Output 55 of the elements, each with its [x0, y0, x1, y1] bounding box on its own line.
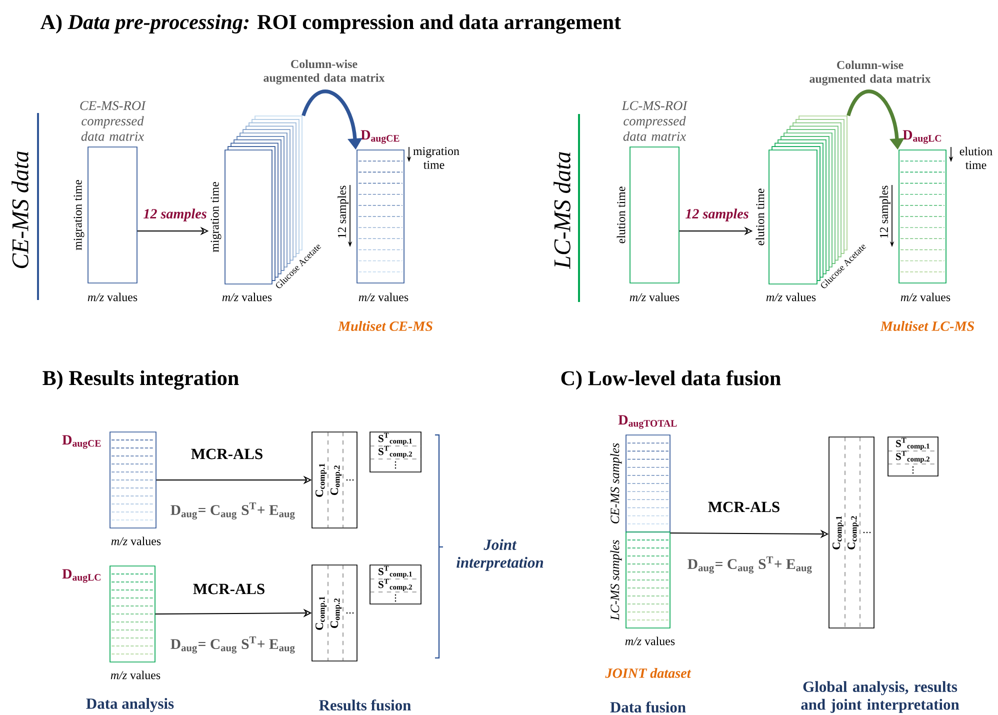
- section-label: CE-MS data: [12, 151, 28, 268]
- axis-label: migration time: [210, 182, 222, 252]
- axis-label: m/z values: [111, 536, 161, 546]
- annotation: Joint interpretation: [456, 539, 544, 571]
- equation: D$_{aug}$= C$_{aug}$ S$^{T}$+ E$_{aug}$: [688, 556, 812, 574]
- section-heading: C) Low-level data fusion: [561, 370, 781, 390]
- axis-label: 12 samples: [880, 186, 890, 238]
- dataset-label: Multiset CE-MS: [338, 321, 432, 331]
- section-label: LC-MS data: [554, 152, 570, 270]
- axis-label: elution time: [960, 146, 992, 170]
- axis-label: elution time: [616, 186, 626, 244]
- component-label: C$_{comp.1}$: [832, 516, 844, 550]
- dataset-label: JOINT dataset: [605, 668, 692, 678]
- axis-label: LC-MS samples: [610, 540, 622, 620]
- matrix-label: D$_{augLC}$: [62, 569, 100, 583]
- section-heading: B) Results integration: [42, 370, 239, 390]
- axis-label: migration time: [74, 180, 84, 250]
- axis-label: m/z values: [630, 292, 680, 302]
- edge-label: 12 samples: [686, 208, 748, 222]
- axis-label: m/z values: [358, 292, 408, 302]
- step-label: Results fusion: [319, 699, 411, 711]
- matrix-label: D$_{augCE}$: [62, 435, 101, 449]
- edge-label: MCR-ALS: [708, 502, 780, 512]
- equation: D$_{aug}$= C$_{aug}$ S$^{T}$+ E$_{aug}$: [170, 502, 295, 520]
- edge-label: Column-wise augmented data matrix: [264, 60, 385, 84]
- axis-label: elution time: [756, 188, 764, 246]
- step-label: Data analysis: [86, 698, 174, 712]
- matrix-label: D$_{augTOTAL}$: [618, 415, 677, 429]
- edge-label: 12 samples: [144, 208, 206, 222]
- edge-label: Column-wise augmented data matrix: [810, 60, 931, 86]
- component-label: C$_{comp.1}$: [316, 464, 326, 497]
- axis-label: m/z values: [222, 292, 272, 302]
- title: A) Data pre-processing: ROI compression and data arrangement: [40, 14, 621, 34]
- axis-label: m/z values: [88, 292, 138, 302]
- matrix-heading: LC-MS-ROI compressed data matrix: [622, 101, 688, 141]
- axis-label: CE-MS samples: [610, 443, 622, 524]
- component-label: C$_{comp.2}$: [848, 516, 858, 550]
- dataset-label: Multiset LC-MS: [880, 321, 974, 331]
- axis-label: m/z values: [625, 636, 675, 646]
- axis-label: m/z values: [766, 292, 816, 302]
- edge-label: MCR-ALS: [193, 584, 264, 594]
- axis-label: m/z values: [110, 670, 160, 680]
- component-label: C$_{omp.2}$: [330, 598, 342, 628]
- component-label: C$_{comp.1}$: [316, 596, 326, 630]
- matrix-label: D$_{augCE}$: [360, 130, 400, 144]
- axis-label: m/z values: [900, 292, 950, 302]
- component-label: C$_{omp.2}$: [330, 466, 342, 495]
- equation: D$_{aug}$= C$_{aug}$ S$^{T}$+ E$_{aug}$: [170, 636, 295, 654]
- edge-label: MCR-ALS: [191, 448, 262, 460]
- matrix-label: D$_{augLC}$: [902, 130, 941, 144]
- axis-label: migration time: [413, 147, 460, 169]
- step-label: Data fusion: [610, 701, 686, 713]
- matrix-heading: CE-MS-ROI compressed data matrix: [80, 101, 146, 141]
- axis-label: 12 samples: [338, 186, 348, 238]
- step-label: Global analysis, results and joint interpretation: [801, 681, 960, 713]
